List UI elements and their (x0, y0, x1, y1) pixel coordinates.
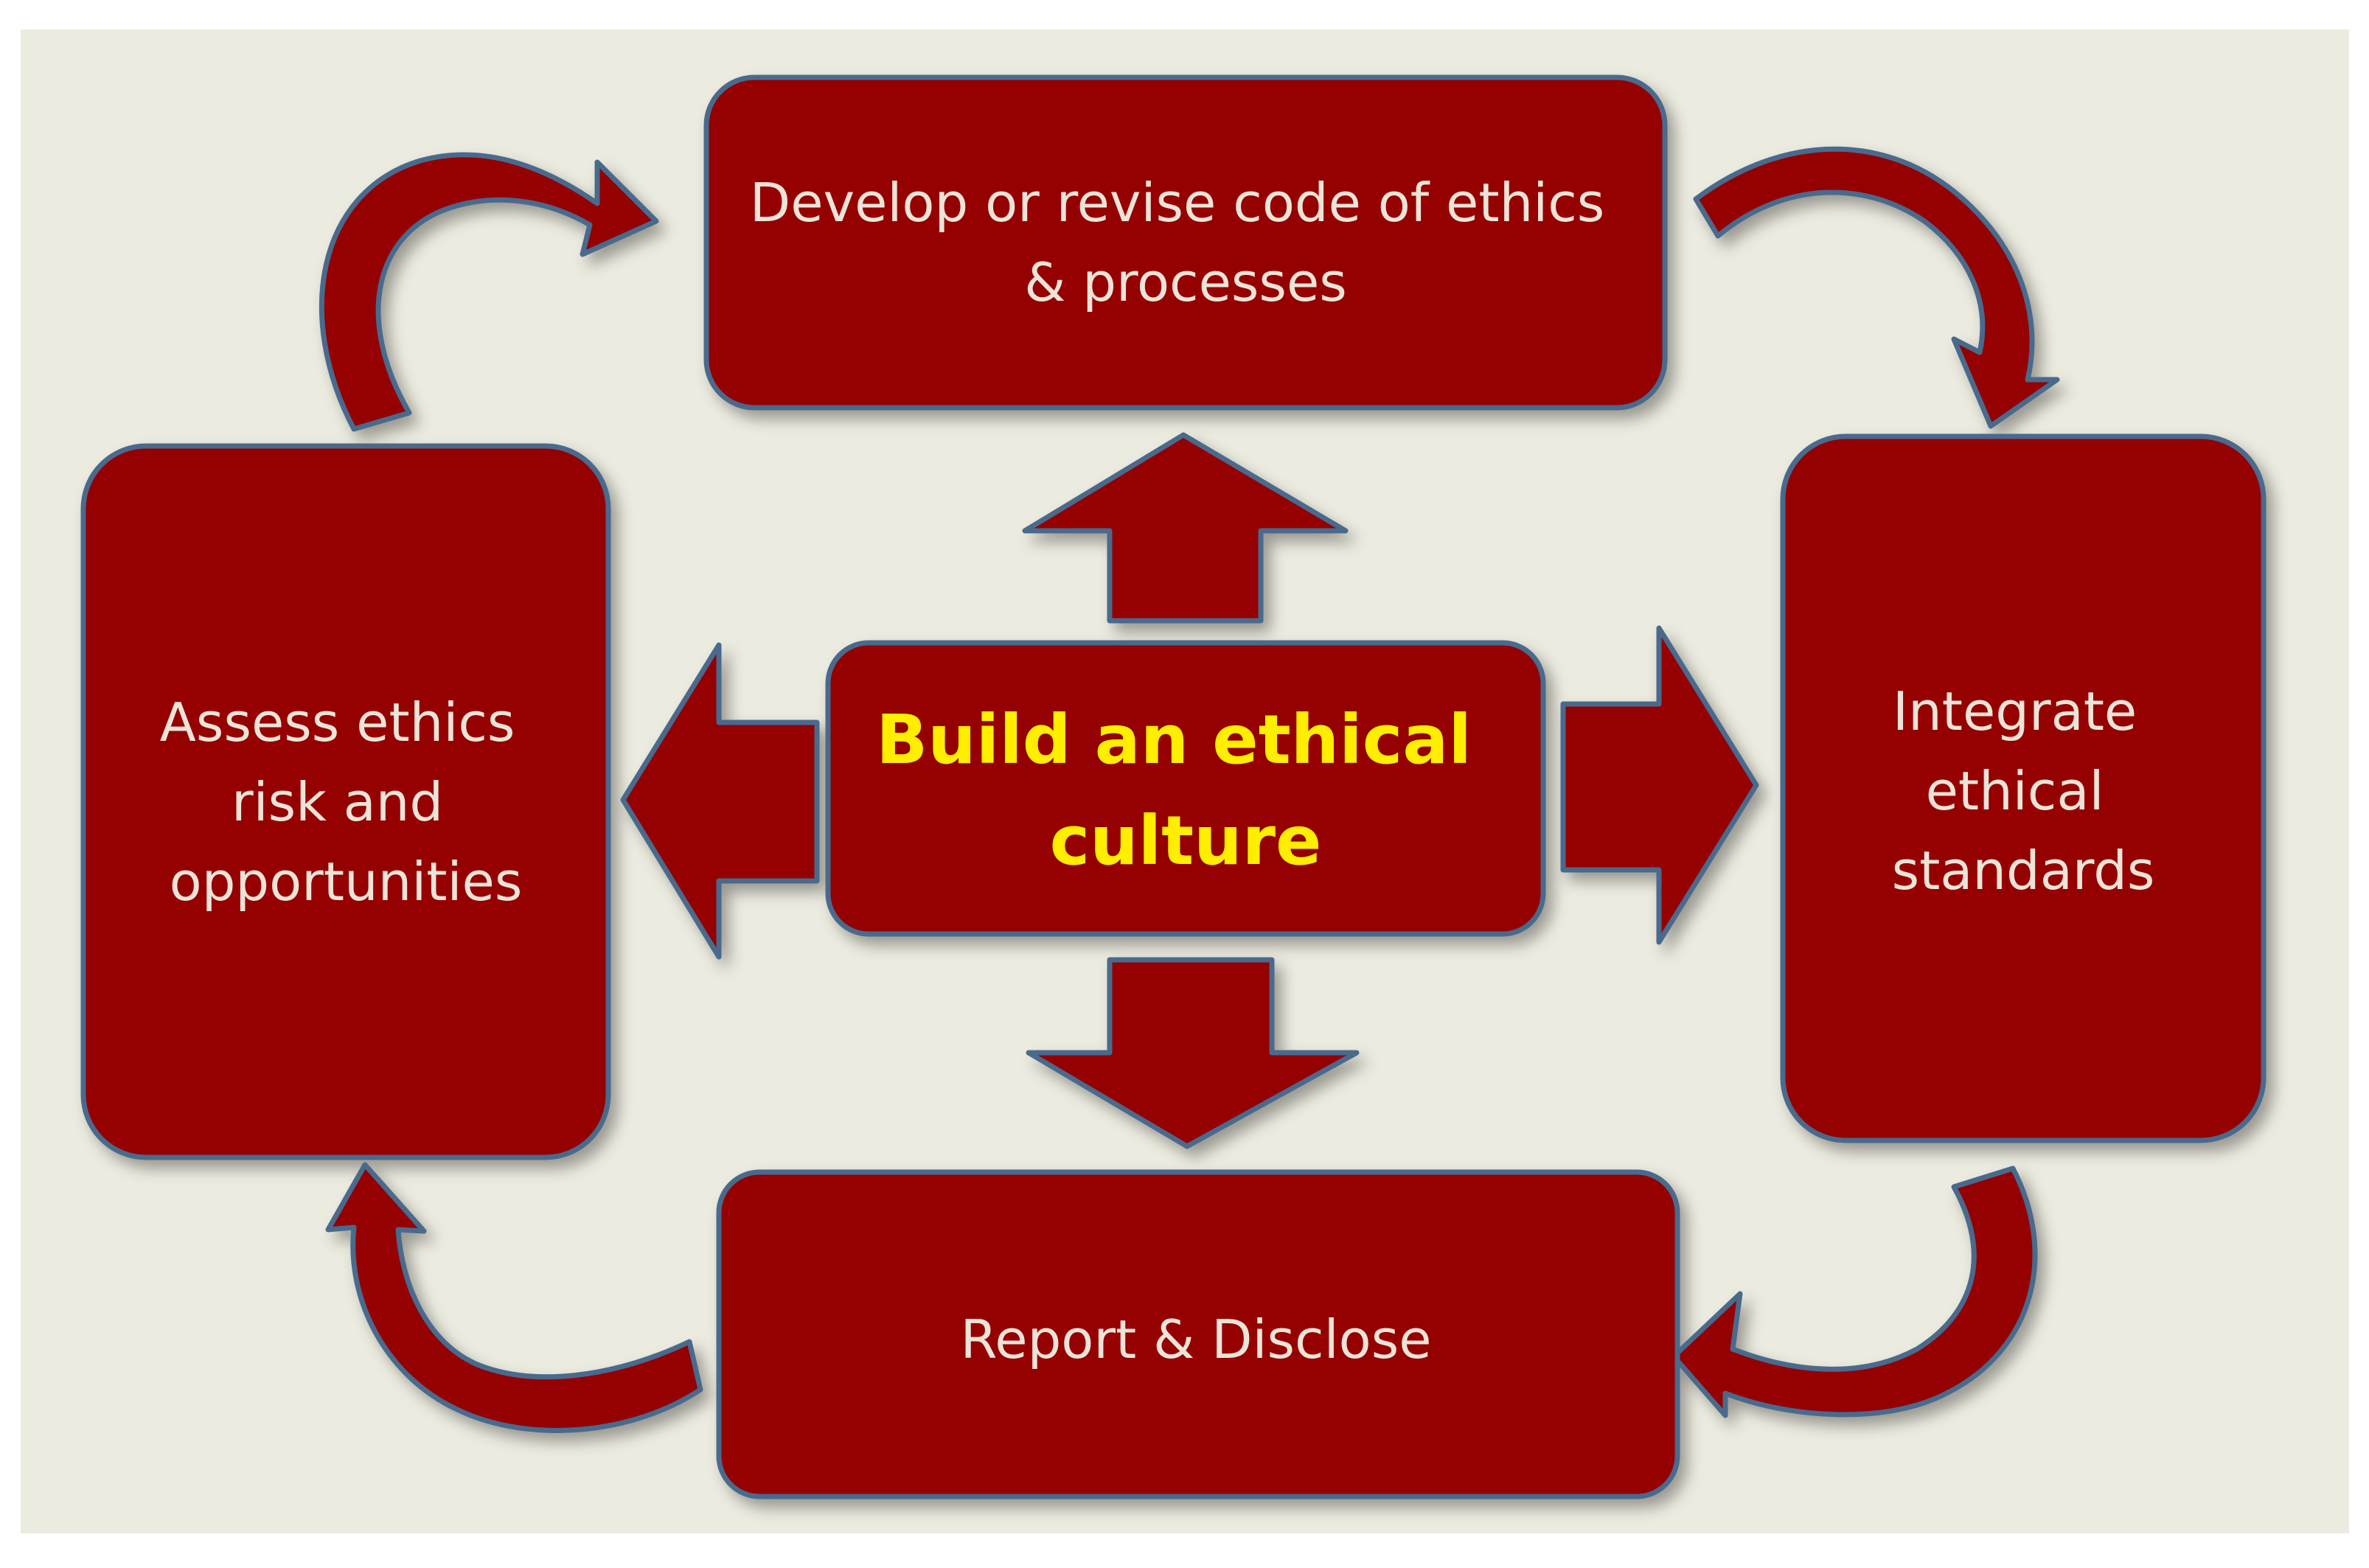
center-box-text: Build an ethical culture (876, 700, 1495, 880)
center-arrow-right (1560, 625, 1759, 945)
cycle-arrow-bottom-to-left (325, 1162, 703, 1433)
box-integrate-ethical-standards (1780, 433, 2267, 1143)
top-box-line-2: & processes (1024, 251, 1347, 313)
box-assess-ethics-risk (80, 443, 611, 1160)
box-develop-code-of-ethics (703, 74, 1668, 411)
left-box-line-1: Assess ethics (160, 691, 515, 753)
cycle-arrow-right-to-bottom (1671, 1165, 2038, 1418)
left-box-line-2: risk and (232, 771, 443, 833)
cycle-arrow-left-to-top (319, 152, 659, 432)
right-box-text: Integrate ethical standards (1892, 680, 2155, 902)
top-box-line-1: Develop or revise code of ethics (750, 172, 1605, 234)
box-build-ethical-culture (825, 640, 1546, 937)
cycle-arrow-top-to-right (1693, 146, 2060, 429)
center-box-line-2: culture (1050, 801, 1322, 880)
bottom-box-text: Report & Disclose (961, 1309, 1432, 1370)
right-box-line-2: ethical (1926, 760, 2104, 822)
left-box-text: Assess ethics risk and opportunities (160, 691, 532, 913)
bottom-box-line-1: Report & Disclose (961, 1309, 1432, 1370)
box-report-disclose (716, 1169, 1680, 1499)
center-arrow-up (1022, 432, 1349, 624)
center-arrow-left (620, 642, 820, 960)
center-arrow-down (1026, 957, 1360, 1149)
left-box-line-3: opportunities (170, 851, 523, 913)
center-box-line-1: Build an ethical (876, 700, 1472, 779)
right-box-line-3: standards (1892, 840, 2155, 902)
top-box-text: Develop or revise code of ethics & proce… (750, 172, 1621, 313)
right-box-line-1: Integrate (1893, 680, 2137, 742)
